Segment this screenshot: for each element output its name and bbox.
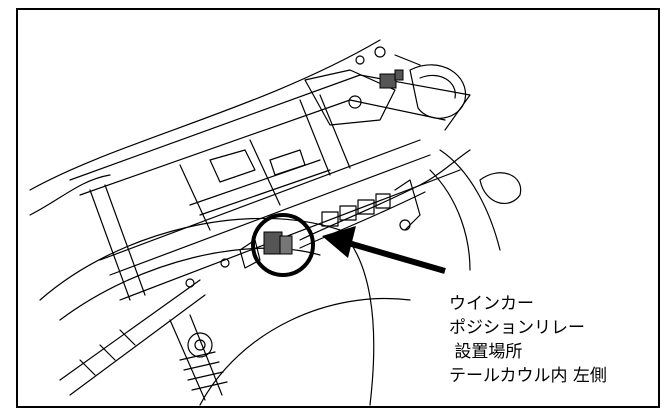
- rail-lower: [99, 139, 421, 261]
- connector-3: [357, 199, 375, 215]
- tail-lamp-inner: [419, 74, 456, 99]
- shock-spring: [179, 351, 228, 391]
- cross-member-1: [89, 189, 131, 301]
- inner-rail-2: [199, 169, 331, 216]
- bracket-right: [394, 179, 421, 231]
- tail-lamp: [409, 64, 467, 119]
- rail-lower-2: [109, 154, 431, 276]
- frame-curve-outer: [29, 39, 381, 191]
- wire-harness: [299, 149, 471, 241]
- cross-member-3: [299, 99, 331, 176]
- lower-rail-2: [69, 294, 206, 396]
- reflector: [479, 172, 522, 204]
- cross-member-5: [179, 164, 211, 231]
- rear-fender-2: [429, 169, 471, 271]
- rail-top: [69, 74, 471, 181]
- lamp-bracket: [394, 54, 421, 66]
- connector-2: [339, 205, 357, 221]
- relay-location-caption: ウインカー ポジションリレー 設置場所 テールカウル内 左側: [449, 292, 659, 388]
- arrow-icon: [322, 226, 446, 274]
- position-relay: [263, 231, 283, 255]
- relay-top: [379, 73, 397, 89]
- caption-line-3: 設置場所: [449, 342, 523, 362]
- caption-line-2: ポジションリレー: [449, 318, 585, 338]
- cross-member-6: [249, 139, 281, 206]
- cross-member-2: [104, 184, 146, 296]
- caption-line-1: ウインカー: [449, 294, 534, 314]
- lower-rail: [59, 279, 201, 381]
- cross-member-4: [319, 94, 351, 169]
- caption-line-4: テールカウル内 左側: [449, 366, 607, 386]
- frame-curve-left: [29, 174, 111, 216]
- fender-curve: [39, 217, 375, 406]
- connector-4: [375, 193, 391, 209]
- shock-body: [169, 319, 206, 401]
- mount-tab: [239, 239, 261, 269]
- highlight-circle: [251, 213, 315, 277]
- rear-fender: [439, 149, 501, 251]
- fender-curve-inner: [59, 247, 321, 321]
- shock-mount: [187, 332, 213, 358]
- rail-top-2: [79, 99, 446, 196]
- diagram-frame: [16, 8, 660, 408]
- lower-curve: [199, 297, 411, 406]
- bracket-plate-3: [269, 149, 306, 176]
- rail-bottom: [119, 169, 461, 301]
- hatch-1: [79, 329, 136, 376]
- bracket-plate: [304, 69, 396, 126]
- bracket-plate-2: [209, 149, 256, 183]
